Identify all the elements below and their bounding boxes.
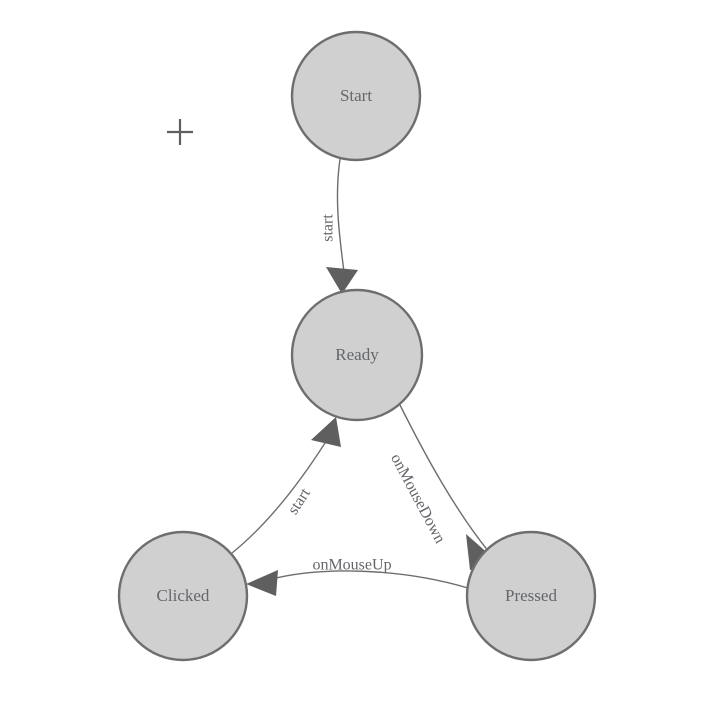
node-circle-clicked[interactable] [117, 530, 249, 662]
edge-label-pressed-to-clicked: onMouseUp [312, 557, 391, 574]
arrowhead-start-to-ready [326, 267, 358, 294]
arrowhead-clicked-to-ready [311, 417, 341, 447]
crosshair-cursor-icon [167, 119, 193, 145]
edge-line-clicked-to-ready [231, 442, 326, 554]
node-label-pressed: Pressed [505, 586, 557, 605]
edge-ready-to-pressed[interactable]: onMouseDown [387, 404, 500, 570]
edge-line-ready-to-pressed [399, 404, 490, 553]
node-pressed[interactable]: Pressed [465, 530, 597, 662]
edge-line-start-to-ready [336, 158, 345, 273]
edge-label-clicked-to-ready: start [285, 485, 315, 518]
edge-pressed-to-clicked[interactable]: onMouseUp [246, 557, 469, 596]
node-ready[interactable]: Ready [290, 288, 424, 422]
node-label-clicked: Clicked [157, 586, 210, 605]
edge-label-start-to-ready: start [320, 214, 337, 242]
node-start[interactable]: Start [290, 30, 422, 162]
node-clicked[interactable]: Clicked [117, 530, 249, 662]
node-circle-pressed[interactable] [465, 530, 597, 662]
node-circle-ready[interactable] [290, 288, 424, 422]
node-label-ready: Ready [335, 345, 379, 364]
node-circle-start[interactable] [290, 30, 422, 162]
arrowhead-pressed-to-clicked [246, 570, 278, 596]
edge-line-pressed-to-clicked [267, 570, 469, 589]
node-label-start: Start [340, 86, 372, 105]
edge-clicked-to-ready[interactable]: start [231, 417, 341, 554]
edge-label-ready-to-pressed: onMouseDown [387, 451, 448, 546]
edge-start-to-ready[interactable]: start [320, 158, 358, 294]
